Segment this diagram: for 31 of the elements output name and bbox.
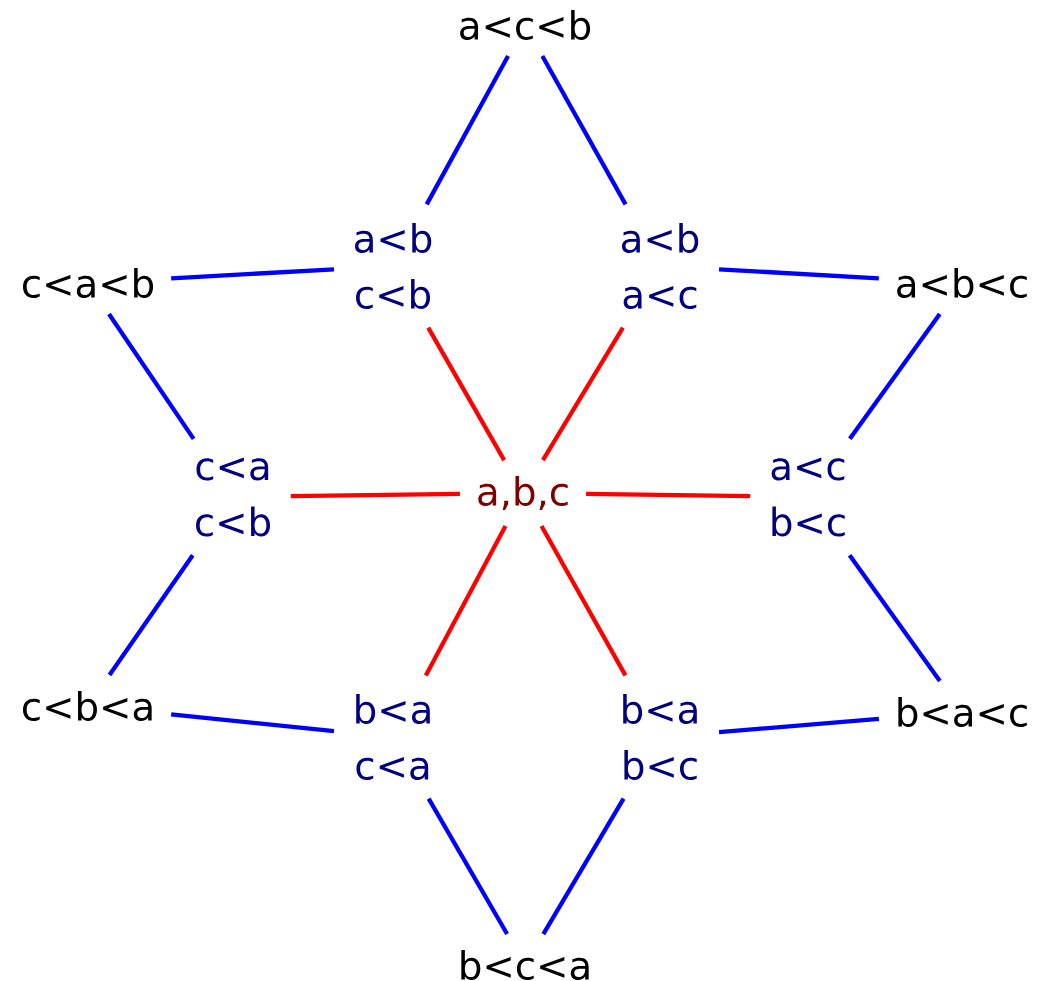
connector-line (586, 491, 751, 499)
connector-line (424, 54, 510, 206)
relation-label: a<b a<c (622, 223, 699, 309)
connector-line (541, 797, 626, 936)
connector-line (539, 524, 628, 677)
order-label: c<a<b (23, 268, 154, 298)
relation-label: a<b c<b (355, 223, 432, 309)
connector-line (847, 553, 942, 683)
connector-line (290, 491, 460, 499)
set-label: a,b,c (478, 476, 568, 510)
order-label: a<c<b (460, 10, 591, 40)
relation-label: b<a c<a (356, 694, 430, 780)
order-label: c<b<a (23, 691, 152, 721)
order-label: a<b<c (897, 268, 1027, 298)
connector-line (848, 312, 942, 441)
connector-line (541, 326, 625, 462)
relation-label: c<a c<b (196, 457, 270, 537)
connector-line (107, 553, 195, 677)
connector-line (171, 267, 335, 281)
relation-label: b<a b<c (623, 694, 697, 780)
connector-line (423, 524, 508, 677)
connector-line (718, 267, 879, 281)
connector-line (718, 716, 880, 735)
connector-line (107, 312, 196, 441)
relation-label: a<c b<c (771, 457, 845, 537)
order-label: b<a<c (898, 697, 1027, 727)
connector-line (540, 54, 628, 206)
order-label: b<c<a (461, 950, 589, 980)
connector-line (426, 797, 509, 936)
connector-line (426, 326, 506, 462)
connector-line (170, 712, 335, 734)
